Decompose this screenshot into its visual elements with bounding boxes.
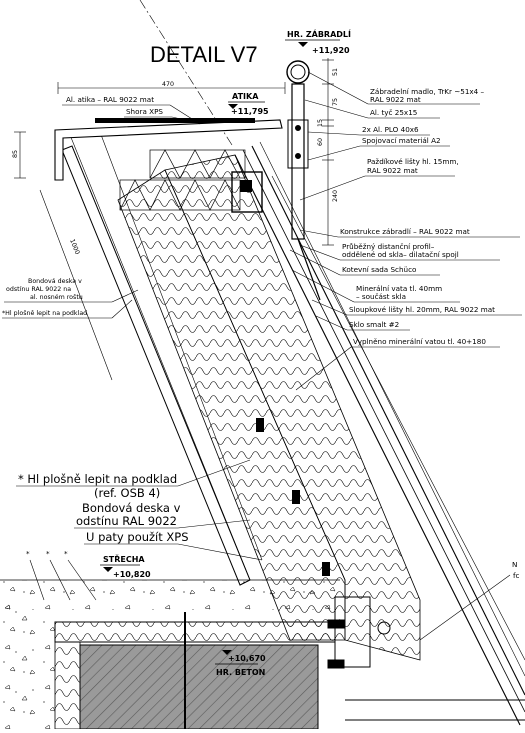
svg-text:2x Al. PLO 40x6: 2x Al. PLO 40x6	[362, 125, 419, 134]
xps-strip	[95, 118, 255, 123]
svg-text:Konstrukce zábradlí – RAL 9022: Konstrukce zábradlí – RAL 9022 mat	[340, 227, 470, 236]
svg-text:Al. atika – RAL 9022 mat: Al. atika – RAL 9022 mat	[66, 95, 154, 104]
svg-text:U paty použít XPS: U paty použít XPS	[86, 530, 189, 544]
attic-truss	[119, 149, 246, 211]
facade-line-2	[242, 149, 525, 713]
svg-text:oddělené od skla– dilatační sp: oddělené od skla– dilatační spojl	[342, 250, 459, 259]
svg-text:* Hl plošně lepit na podklad: * Hl plošně lepit na podklad	[18, 472, 177, 486]
anchor-brackets	[231, 171, 330, 576]
svg-text:RAL 9022 mat: RAL 9022 mat	[370, 95, 421, 104]
svg-text:odstínu RAL 9022: odstínu RAL 9022	[76, 514, 177, 528]
svg-text:*Hl plošně lepit na podklad: *Hl plošně lepit na podklad	[2, 309, 87, 317]
svg-text:Průběžný distanční profil–: Průběžný distanční profil–	[342, 242, 435, 251]
cut-text-1: N	[512, 560, 517, 569]
roof-insulation	[54, 621, 336, 643]
svg-text:al. nosném roštu: al. nosném roštu	[30, 293, 83, 301]
roof-fill-left	[0, 600, 55, 729]
bond-panel-back	[67, 129, 251, 581]
svg-text:odstínu RAL 9022 na: odstínu RAL 9022 na	[6, 285, 71, 293]
svg-text:Sloupkové lišty hl. 20mm, RAL: Sloupkové lišty hl. 20mm, RAL 9022 mat	[349, 305, 495, 314]
svg-text:(ref. OSB 4): (ref. OSB 4)	[94, 486, 160, 500]
roof-gravel	[0, 580, 340, 610]
level-concrete: +10,670 HR. BETON	[215, 650, 266, 677]
svg-text:HR. BETON: HR. BETON	[216, 668, 265, 677]
dim-470: 470	[162, 81, 174, 88]
attic-cap	[54, 119, 283, 181]
top-labels: Al. atika – RAL 9022 mat Shora XPS	[62, 95, 201, 125]
axis-line	[139, 0, 233, 146]
facade-line-1	[234, 154, 521, 726]
svg-text:– součást skla: – součást skla	[356, 292, 406, 301]
level-roof: STŘECHA +10,820	[100, 553, 151, 579]
svg-text:HR. ZÁBRADLÍ: HR. ZÁBRADLÍ	[287, 28, 351, 39]
svg-text:Al. tyč 25x15: Al. tyč 25x15	[370, 108, 417, 117]
svg-text:Zábradelní madlo, TrKr ~51x4 –: Zábradelní madlo, TrKr ~51x4 –	[370, 87, 485, 96]
svg-text:Minerální vata tl. 40mm: Minerální vata tl. 40mm	[356, 284, 442, 293]
level-railing: HR. ZÁBRADLÍ +11,920	[285, 28, 351, 55]
dim-85: 85	[12, 150, 19, 158]
svg-text:+10,670: +10,670	[228, 654, 266, 663]
sub-frame	[99, 131, 263, 561]
svg-text:+10,820: +10,820	[113, 570, 151, 579]
railing-post	[286, 60, 321, 301]
cut-text-2: fc	[513, 571, 520, 580]
dim-1000: 1000	[68, 238, 80, 255]
slab-edge-insulation	[54, 641, 81, 730]
svg-text:Kotevní sada Schüco: Kotevní sada Schüco	[342, 265, 416, 274]
dim-60: 60	[317, 138, 324, 146]
cut-leader	[419, 574, 511, 641]
svg-text:*: *	[26, 549, 30, 558]
facade-line-5	[271, 175, 525, 661]
level-attic: ATIKA +11,795	[228, 92, 269, 116]
star-markers: * * *	[26, 549, 97, 601]
right-labels: Zábradelní madlo, TrKr ~51x4 – RAL 9022 …	[338, 87, 522, 348]
facade-line-3	[251, 145, 525, 696]
base-anchor	[327, 596, 525, 721]
svg-text:RAL 9022 mat: RAL 9022 mat	[367, 166, 418, 175]
svg-text:Paždíkové lišty hl. 15mm,: Paždíkové lišty hl. 15mm,	[367, 157, 459, 166]
svg-text:*: *	[64, 549, 68, 558]
svg-text:Sklo smalt #2: Sklo smalt #2	[349, 320, 399, 329]
dim-51: 51	[332, 68, 339, 76]
svg-text:STŘECHA: STŘECHA	[103, 553, 145, 564]
dim-75: 75	[332, 98, 339, 106]
detail-title: DETAIL V7	[150, 42, 258, 67]
dim-240: 240	[332, 190, 339, 202]
svg-text:Bondová deska v: Bondová deska v	[82, 501, 181, 515]
dimension-lines	[14, 58, 334, 381]
svg-text:+11,795: +11,795	[231, 107, 269, 116]
svg-text:Vyplněno minerální vatou tl. 4: Vyplněno minerální vatou tl. 40+180	[353, 337, 486, 346]
right-leaders	[289, 71, 369, 391]
concrete-slab	[79, 644, 319, 730]
svg-text:Spojovací materiál A2: Spojovací materiál A2	[362, 136, 441, 145]
svg-text:Shora XPS: Shora XPS	[126, 107, 163, 116]
svg-text:ATIKA: ATIKA	[232, 92, 259, 101]
svg-text:Bondová deska v: Bondová deska v	[28, 277, 82, 285]
left-labels: Bondová deska v odstínu RAL 9022 na al. …	[2, 277, 139, 319]
svg-text:+11,920: +11,920	[312, 46, 350, 55]
svg-text:*: *	[46, 549, 50, 558]
notes-block: * Hl plošně lepit na podklad (ref. OSB 4…	[16, 459, 263, 561]
dim-15: 15	[317, 119, 324, 127]
